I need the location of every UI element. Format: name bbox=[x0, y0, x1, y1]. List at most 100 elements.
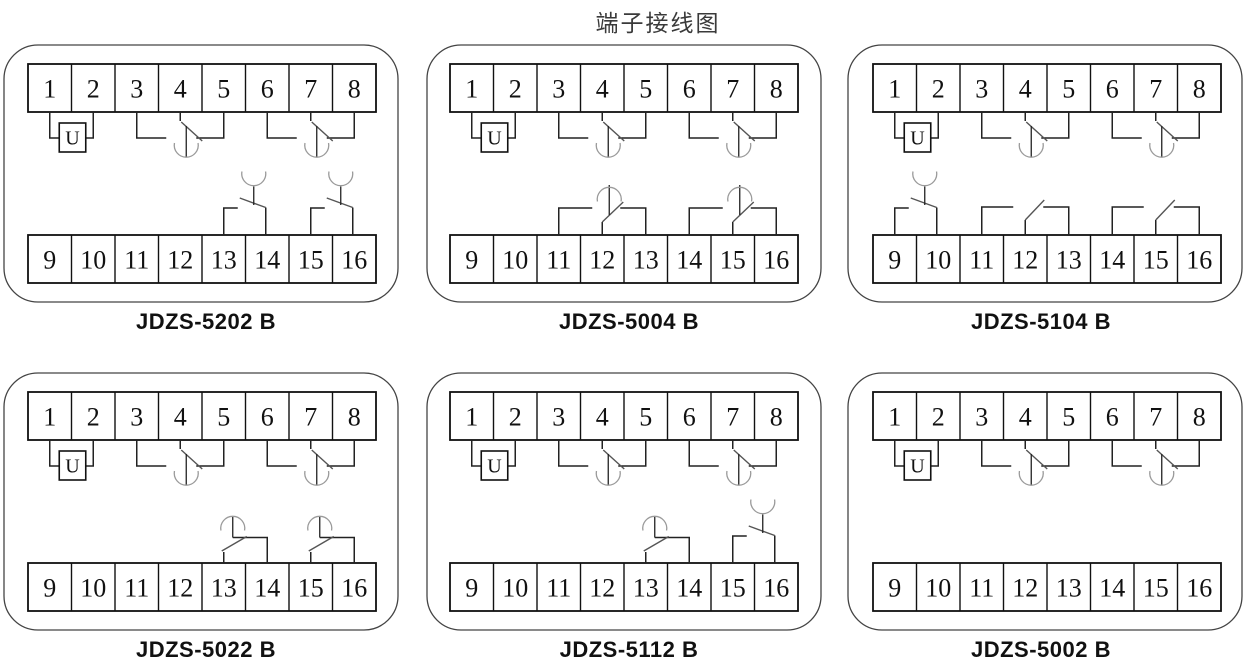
terminal-number: 16 bbox=[341, 246, 367, 275]
contact-lead bbox=[930, 440, 939, 467]
terminal-number: 14 bbox=[254, 246, 280, 275]
terminal-number: 14 bbox=[254, 574, 280, 603]
voltage-coil-box bbox=[903, 122, 932, 153]
panel-border bbox=[426, 44, 822, 303]
terminal-number: 11 bbox=[124, 246, 149, 275]
contact-lead bbox=[930, 112, 939, 139]
contact-lead bbox=[894, 112, 905, 139]
contact-blade bbox=[221, 535, 248, 552]
delay-contact-top bbox=[981, 440, 1070, 486]
contact-lead bbox=[894, 207, 909, 235]
delay-arc-up bbox=[726, 142, 752, 158]
contact-blade bbox=[732, 201, 755, 223]
terminal-number: 13 bbox=[633, 246, 659, 275]
terminal-number: 12 bbox=[589, 574, 615, 603]
terminal-number: 11 bbox=[969, 246, 994, 275]
delay-arc-up bbox=[1149, 142, 1175, 158]
terminal-number: 2 bbox=[509, 403, 522, 432]
terminal-number: 2 bbox=[87, 75, 100, 104]
delay-contact-top bbox=[558, 112, 647, 158]
contact-blade bbox=[643, 535, 670, 552]
contact-lead bbox=[326, 112, 355, 139]
contact-lead bbox=[618, 440, 647, 467]
terminal-number: 5 bbox=[217, 75, 230, 104]
delay-arc-up bbox=[304, 470, 330, 486]
panel-border bbox=[847, 372, 1243, 631]
terminal-number: 3 bbox=[975, 403, 988, 432]
delay-contact-top bbox=[136, 112, 225, 158]
delay-arc-up bbox=[595, 470, 621, 486]
terminal-number: 16 bbox=[763, 246, 789, 275]
terminal-number: 2 bbox=[932, 403, 945, 432]
terminal-number: 16 bbox=[763, 574, 789, 603]
terminal-number: 9 bbox=[888, 246, 901, 275]
contact-lead bbox=[1171, 112, 1200, 139]
voltage-coil-label: U bbox=[910, 456, 925, 478]
contact-lead bbox=[507, 440, 516, 467]
delay-contact-top bbox=[688, 112, 777, 158]
contact-blade bbox=[180, 121, 203, 142]
delay-contact-top bbox=[1111, 112, 1200, 158]
voltage-coil-label: U bbox=[65, 456, 80, 478]
terminal-number: 5 bbox=[639, 75, 652, 104]
terminal-number: 8 bbox=[348, 75, 361, 104]
terminal-number: 15 bbox=[1143, 574, 1169, 603]
contact-blade bbox=[311, 121, 334, 142]
terminal-number: 7 bbox=[726, 75, 739, 104]
terminal-number: 15 bbox=[720, 574, 746, 603]
plain-contact-bottom bbox=[1111, 199, 1200, 235]
delay-contact-top bbox=[1111, 440, 1200, 486]
terminal-number: 7 bbox=[1149, 403, 1162, 432]
terminal-number: 14 bbox=[1099, 246, 1125, 275]
contact-lead bbox=[1111, 112, 1142, 139]
contact-blade bbox=[1025, 449, 1048, 470]
contact-lead bbox=[49, 440, 60, 467]
terminal-number: 12 bbox=[167, 246, 193, 275]
delay-arc-up bbox=[1018, 142, 1044, 158]
voltage-coil-label: U bbox=[65, 128, 80, 150]
terminal-number: 16 bbox=[1186, 574, 1212, 603]
delay-contact-bottom-inv bbox=[307, 515, 355, 563]
delay-arc-up bbox=[912, 171, 938, 187]
contact-lead bbox=[1111, 206, 1144, 235]
terminal-number: 5 bbox=[639, 403, 652, 432]
contact-blade bbox=[308, 535, 335, 552]
contact-lead bbox=[471, 440, 482, 467]
voltage-coil-box bbox=[480, 122, 509, 153]
contact-blade bbox=[239, 197, 266, 209]
terminal-number: 4 bbox=[596, 75, 609, 104]
terminal-number: 1 bbox=[888, 75, 901, 104]
terminal-number: 3 bbox=[975, 75, 988, 104]
page-title: 端子接线图 bbox=[595, 10, 721, 36]
terminal-number: 6 bbox=[261, 75, 274, 104]
contact-blade bbox=[748, 525, 775, 537]
contact-blade bbox=[1156, 121, 1179, 142]
contact-blade bbox=[602, 121, 625, 142]
panel-border bbox=[426, 372, 822, 631]
delay-arc-up bbox=[1018, 470, 1044, 486]
contact-lead bbox=[748, 440, 777, 467]
delay-contact-top bbox=[981, 112, 1070, 158]
panel-border bbox=[3, 372, 399, 631]
delay-arc-up bbox=[241, 171, 267, 187]
voltage-coil-box bbox=[58, 122, 87, 153]
delay-arc-up bbox=[595, 142, 621, 158]
terminal-number: 14 bbox=[676, 574, 702, 603]
contact-lead bbox=[558, 207, 593, 235]
contact-blade bbox=[1155, 199, 1176, 221]
terminal-number: 7 bbox=[726, 403, 739, 432]
terminal-number: 6 bbox=[683, 75, 696, 104]
panel-border bbox=[3, 44, 399, 303]
voltage-coil-label: U bbox=[487, 128, 502, 150]
terminal-number: 1 bbox=[43, 403, 56, 432]
voltage-coil-box bbox=[480, 450, 509, 481]
voltage-coil-label: U bbox=[910, 128, 925, 150]
